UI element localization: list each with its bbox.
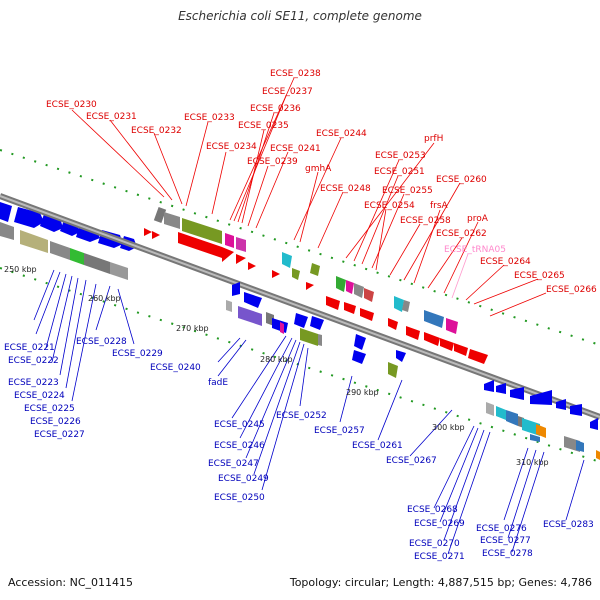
gene-label: ECSE_0257 [314, 426, 365, 436]
gene-label: ECSE_0238 [270, 69, 321, 79]
scale-label-260: 260 kbp [88, 294, 121, 303]
gene-label: ECSE_0255 [382, 186, 433, 196]
gene-block-left-lower [0, 222, 128, 280]
gene-label: ECSE_0268 [407, 505, 458, 515]
scale-label-290: 290 kbp [346, 388, 379, 397]
gene-label: ECSE_0245 [214, 420, 265, 430]
gene-label: ECSE_0252 [276, 411, 327, 421]
gene-label: ECSE_0248 [320, 184, 371, 194]
trna-connector-line [451, 253, 469, 299]
gene-label: ECSE_0283 [543, 520, 594, 530]
gene-label: fadE [208, 378, 228, 388]
genome-summary-text: Topology: circular; Length: 4,887,515 bp… [289, 576, 592, 589]
gene-label: ECSE_0250 [214, 493, 265, 503]
gene-label: ECSE_0227 [34, 430, 85, 440]
gene-label: ECSE_0222 [8, 356, 59, 366]
gene-label: ECSE_0223 [8, 378, 59, 388]
gene-label: ECSE_0251 [374, 167, 425, 177]
gene-label: ECSE_0262 [436, 229, 487, 239]
gene-label: ECSE_0234 [206, 142, 257, 152]
gene-label: ECSE_0224 [14, 391, 65, 401]
gene-label: prfH [424, 134, 443, 144]
genome-backbone [0, 193, 600, 420]
gene-label: ECSE_0237 [262, 87, 313, 97]
gene-label: ECSE_0232 [131, 126, 182, 136]
gene-block-middle-lower [226, 282, 406, 378]
gene-label: ECSE_0258 [400, 216, 451, 226]
gene-label: ECSE_0241 [270, 144, 321, 154]
gene-label: proA [467, 214, 489, 224]
gene-label: ECSE_0254 [364, 201, 415, 211]
top-gene-labels: ECSE_0238 ECSE_0237 ECSE_0230 ECSE_0236 … [46, 69, 597, 295]
gene-label: ECSE_0239 [247, 157, 298, 167]
gene-block-middle-upper [144, 207, 488, 364]
gene-label: ECSE_0276 [476, 524, 527, 534]
scale-label-300: 300 kbp [432, 423, 465, 432]
gene-label: ECSE_0240 [150, 363, 201, 373]
gene-label: ECSE_0244 [316, 129, 367, 139]
map-title: Escherichia coli SE11, complete genome [178, 9, 422, 23]
gene-label: ECSE_0230 [46, 100, 97, 110]
gene-label: ECSE_0261 [352, 441, 403, 451]
bottom-connector-lines [33, 269, 585, 555]
gene-label: ECSE_0270 [409, 539, 460, 549]
rna-label: ECSE_tRNA05 [444, 245, 506, 255]
gene-label: ECSE_0229 [112, 349, 163, 359]
bottom-gene-labels: ECSE_0221 ECSE_0222 ECSE_0228 ECSE_0229 … [4, 337, 594, 562]
gene-label: ECSE_0228 [76, 337, 127, 347]
accession-text: Accession: NC_011415 [8, 576, 134, 589]
gene-label: ECSE_0246 [214, 441, 265, 451]
gene-label: gmhA [305, 164, 332, 174]
gene-label: ECSE_0260 [436, 175, 487, 185]
gene-label: ECSE_0253 [375, 151, 426, 161]
gene-label: ECSE_0271 [414, 552, 465, 562]
scale-label-280: 280 kbp [260, 355, 293, 364]
gene-label: ECSE_0225 [24, 404, 75, 414]
gene-label: ECSE_0235 [238, 121, 289, 131]
gene-label: ECSE_0265 [514, 271, 565, 281]
gene-label: ECSE_0231 [86, 112, 137, 122]
gene-label: ECSE_0236 [250, 104, 301, 114]
top-connector-lines [71, 77, 547, 317]
gene-label: ECSE_0277 [480, 536, 531, 546]
gene-label: ECSE_0267 [386, 456, 437, 466]
scale-label-250: 250 kbp [4, 265, 37, 274]
gene-label: ECSE_0264 [480, 257, 531, 267]
gene-label: ECSE_0278 [482, 549, 533, 559]
gene-label: ECSE_0249 [218, 474, 269, 484]
gene-label: ECSE_0247 [208, 459, 259, 469]
scale-label-310: 310 kbp [516, 458, 549, 467]
gene-block-right [484, 380, 600, 460]
scale-labels: 250 kbp 260 kbp 270 kbp 280 kbp 290 kbp … [4, 265, 549, 467]
gene-label: ECSE_0269 [414, 519, 465, 529]
gene-label: frsA [430, 201, 449, 211]
scale-label-270: 270 kbp [176, 324, 209, 333]
gene-label: ECSE_0221 [4, 343, 55, 353]
gene-label: ECSE_0266 [546, 285, 597, 295]
gene-label: ECSE_0226 [30, 417, 81, 427]
gene-label: ECSE_0233 [184, 113, 235, 123]
